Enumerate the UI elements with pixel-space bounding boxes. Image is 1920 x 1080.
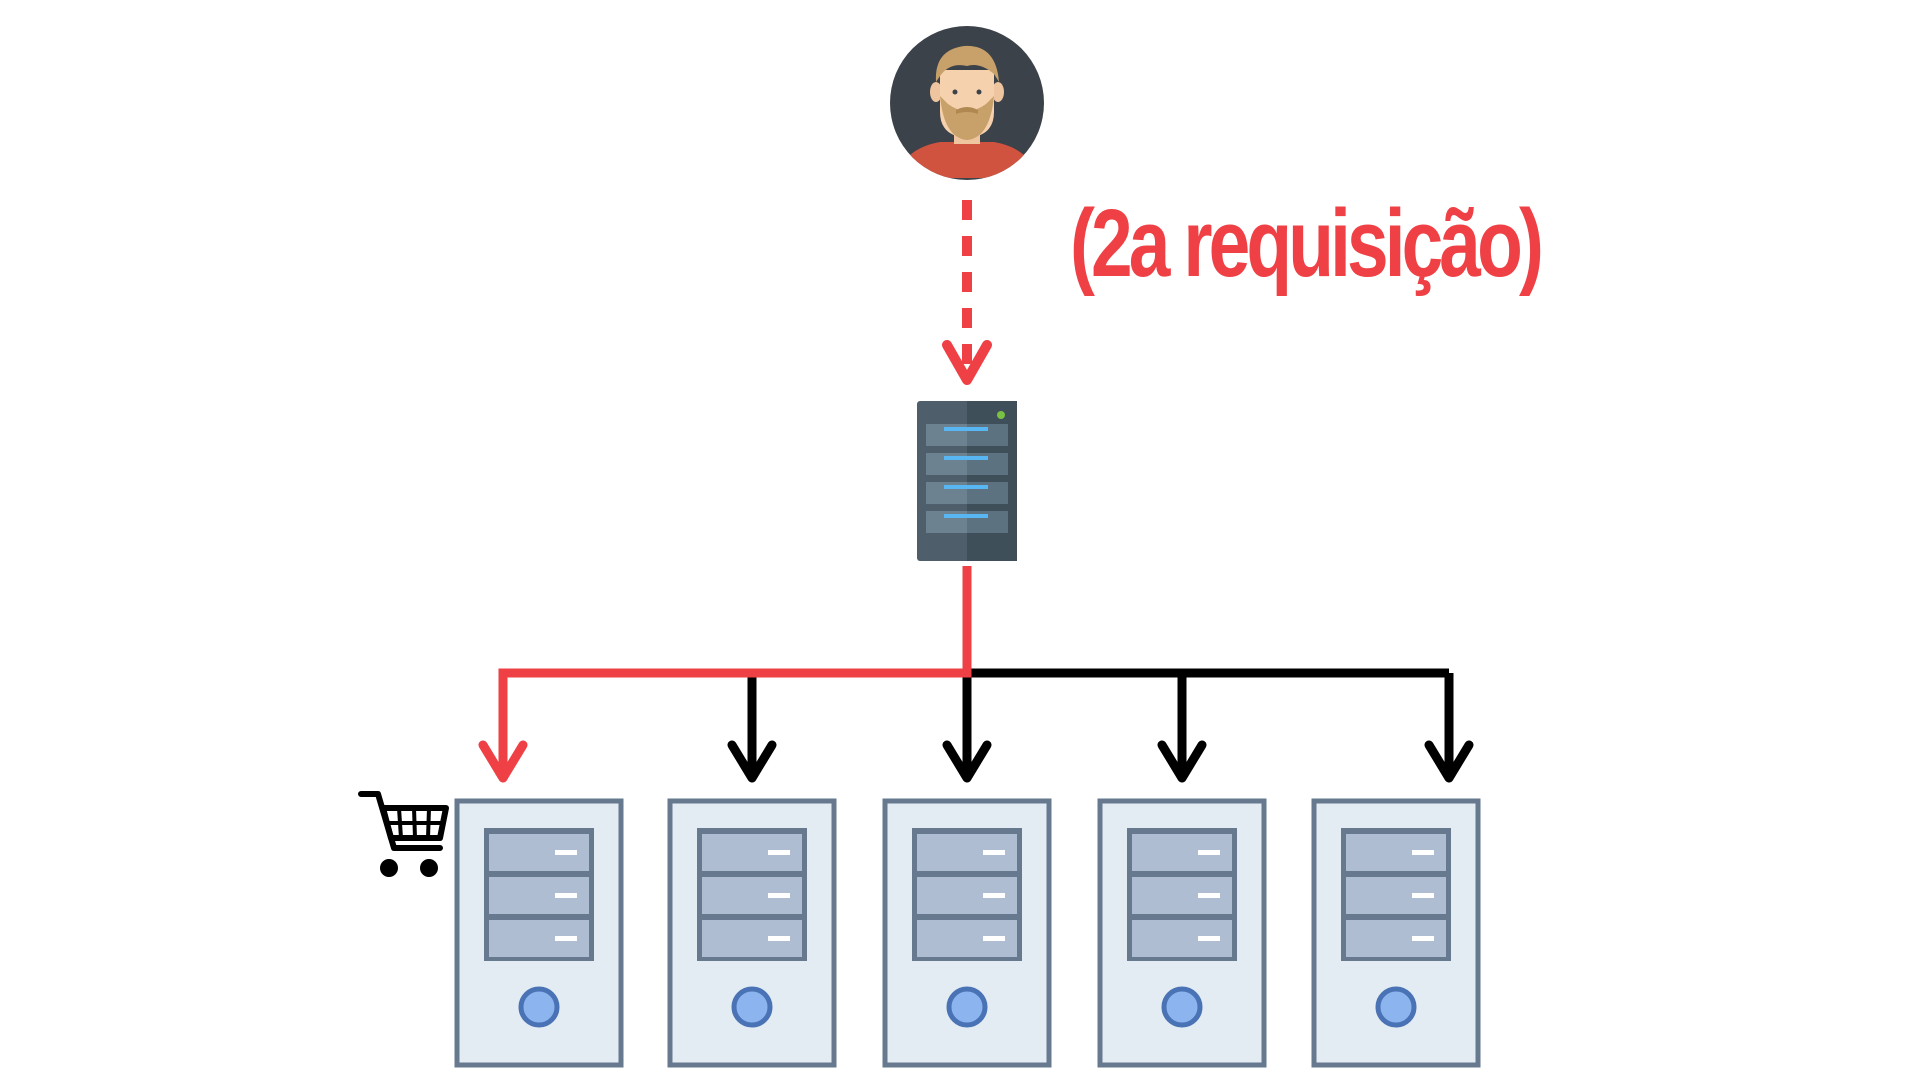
backend-server-3	[882, 798, 1052, 1068]
backend-server-4	[1097, 798, 1267, 1068]
request-arrow	[942, 200, 992, 385]
backend-server-5	[1311, 798, 1481, 1068]
request-annotation: (2a requisição)	[1070, 190, 1544, 297]
backend-server-2	[667, 798, 837, 1068]
load-balancer-server-icon	[917, 401, 1017, 561]
backend-server-1	[454, 798, 624, 1068]
shopping-cart-icon	[358, 791, 449, 877]
user-avatar-icon	[890, 26, 1044, 180]
distribution-connectors	[478, 566, 1474, 783]
